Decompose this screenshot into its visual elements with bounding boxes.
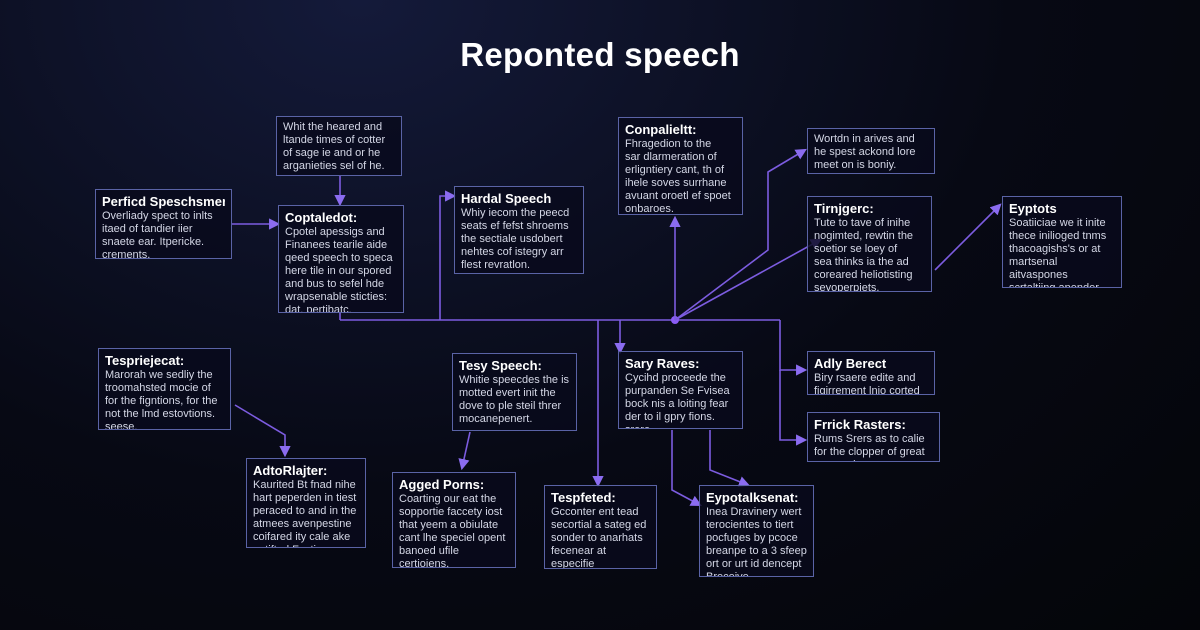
- node-text: Cycihd proceede the purpanden Se Fvisea …: [625, 372, 730, 428]
- node-title: Conpalieltt:: [625, 122, 697, 137]
- node-title: Frrick Rasters:: [814, 417, 906, 432]
- node-text: Coarting our eat the sopportie faccety i…: [399, 493, 506, 568]
- node-title: Tespriejecat:: [105, 353, 185, 368]
- diagram-node-n6: Tirnjgerc:Tute to tave of inihe nogimted…: [807, 196, 932, 292]
- node-title: Sary Raves:: [625, 356, 700, 371]
- node-text: Rums Srers as to calie for the clopper o…: [814, 433, 925, 461]
- node-title: Tirnjgerc:: [814, 201, 874, 216]
- link-backbone-n12: [779, 370, 808, 446]
- node-title: Eyptots: [1009, 201, 1057, 216]
- link-n10-n16b: [709, 430, 751, 487]
- node-title: Perficd Speschsmer:: [102, 194, 225, 209]
- node-title: Coptaledot:: [285, 210, 358, 225]
- link-hub-n5: [674, 148, 807, 321]
- node-text: Cpotel apessigs and Finanees tearile aid…: [285, 226, 393, 313]
- link-n8-n13: [234, 404, 291, 458]
- link-hub-n6: [674, 238, 822, 321]
- diagram-node-n12: Frrick Rasters:Rums Srers as to calie fo…: [807, 412, 940, 462]
- diagram-node-n0: Whit the heared and ltande times of cott…: [276, 116, 402, 176]
- node-text: Gcconter ent tead secortial a sateg ed s…: [551, 506, 647, 569]
- node-text: Whit the heared and ltande times of cott…: [283, 121, 386, 172]
- diagram-node-n1: Perficd Speschsmer:Overliady spect to in…: [95, 189, 232, 259]
- link-backbone-n11: [779, 320, 808, 376]
- node-title: Hardal Speech: [461, 191, 552, 206]
- node-title: Agged Porns:: [399, 477, 485, 492]
- diagram-node-n5: Wortdn in arives and he spest ackond lor…: [807, 128, 935, 174]
- node-text: Biry rsaere edite and figirrement lnio c…: [814, 372, 920, 395]
- link-n6-n7: [934, 203, 1002, 271]
- node-text: Soatiiciae we it inite thece inilioged t…: [1009, 217, 1107, 288]
- diagram-node-n9: Tesy Speech:Whitie speecdes the is motte…: [452, 353, 577, 431]
- diagram-node-n14: Agged Porns:Coarting our eat the sopport…: [392, 472, 516, 568]
- node-text: Inea Dravinery wert terocientes to tiert…: [706, 506, 807, 577]
- diagram-node-n2: Coptaledot:Cpotel apessigs and Finanees …: [278, 205, 404, 313]
- link-n9-n14: [458, 431, 471, 471]
- node-text: Whitie speecdes the is motted evert init…: [459, 374, 570, 425]
- diagram-title: Reponted speech: [460, 36, 740, 73]
- link-backbone-n3: [439, 190, 457, 320]
- node-text: Whiy iecom the peecd seats ef fefst shro…: [461, 207, 570, 271]
- diagram-node-n10: Sary Raves:Cycihd proceede the purpanden…: [618, 351, 743, 429]
- node-title: AdtoRlajter:: [253, 463, 328, 478]
- link-n10-n16a: [671, 430, 702, 507]
- node-text: Wortdn in arives and he spest ackond lor…: [814, 133, 916, 171]
- node-title: Tespfeted:: [551, 490, 616, 505]
- diagram-node-n15: Tespfeted:Gcconter ent tead secortial a …: [544, 485, 657, 569]
- node-text: Overliady spect to inlts itaed of tandie…: [102, 210, 213, 259]
- diagram-node-n4: Conpalieltt:Fhragedion to the sar dlarme…: [618, 117, 743, 215]
- node-text: Tute to tave of inihe nogimted, rewtin t…: [814, 217, 914, 292]
- diagram-node-n13: AdtoRlajter:Kaurited Bt fnad nihe hart p…: [246, 458, 366, 548]
- node-text: Kaurited Bt fnad nihe hart peperden in t…: [253, 479, 357, 547]
- diagram-node-n16: Eypotalksenat:Inea Dravinery wert teroci…: [699, 485, 814, 577]
- node-title: Eypotalksenat:: [706, 490, 799, 505]
- node-title: Tesy Speech:: [459, 358, 542, 373]
- node-title: Adly Berect: [814, 356, 887, 371]
- node-text: Marorah we sedliy the troomahsted mocie …: [105, 369, 218, 430]
- diagram-node-n8: Tespriejecat:Marorah we sedliy the troom…: [98, 348, 231, 430]
- node-text: Fhragedion to the sar dlarmeration of er…: [625, 138, 731, 215]
